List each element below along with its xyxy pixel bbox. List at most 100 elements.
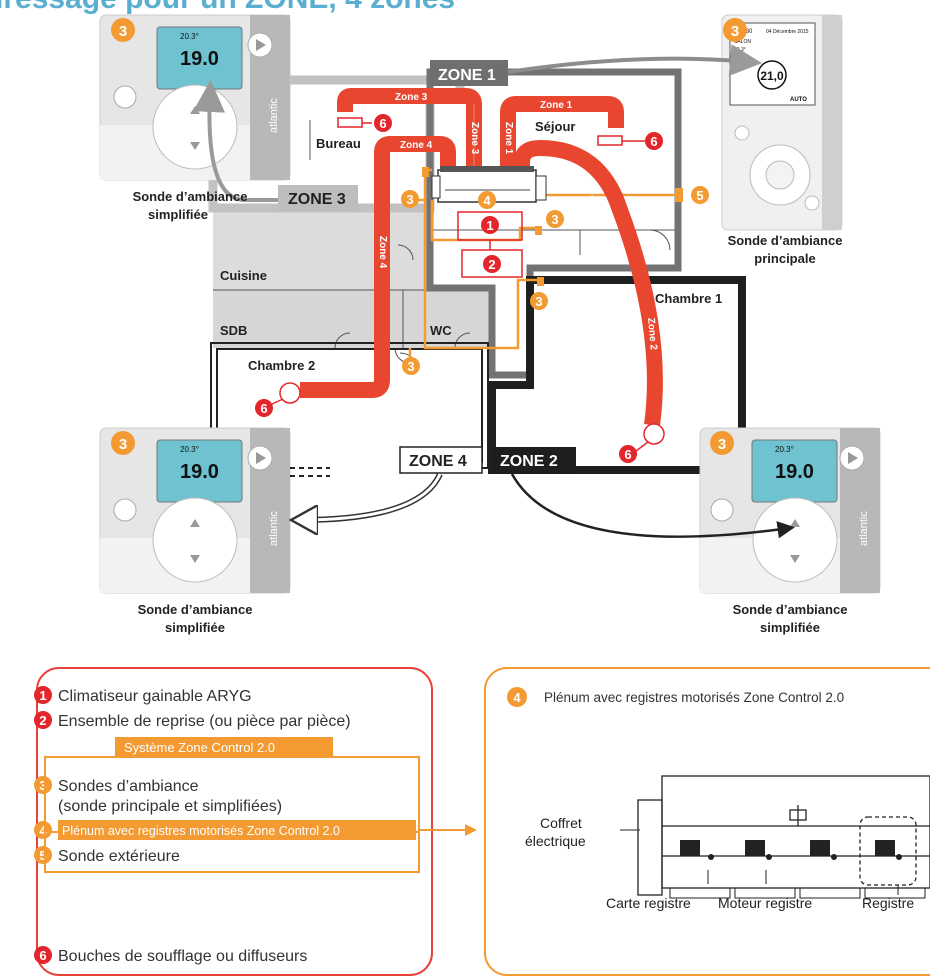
svg-text:SALON: SALON bbox=[734, 39, 751, 45]
svg-text:atlantic: atlantic bbox=[268, 511, 280, 546]
svg-text:6: 6 bbox=[624, 447, 631, 462]
svg-text:6: 6 bbox=[379, 116, 386, 131]
duct-zone1 bbox=[500, 96, 624, 170]
room-chambre2: Chambre 2 bbox=[248, 358, 315, 373]
room-sdb: SDB bbox=[220, 323, 247, 338]
zone2-label: ZONE 2 bbox=[500, 453, 558, 470]
svg-text:3: 3 bbox=[731, 23, 739, 40]
svg-text:atlantic: atlantic bbox=[268, 98, 280, 133]
zone1-label: ZONE 1 bbox=[438, 67, 496, 84]
marker-3-zone3: 3 bbox=[401, 190, 419, 208]
duct-zone2 bbox=[514, 139, 663, 427]
duct-zone3 bbox=[337, 88, 482, 170]
marker-5: 5 bbox=[675, 186, 709, 204]
legend-right: 4 Plénum avec registres motorisés Zone C… bbox=[484, 667, 930, 976]
caption-top-right-2: principale bbox=[754, 251, 815, 266]
return-unit bbox=[457, 211, 523, 278]
marker-6-sejour: 6 bbox=[622, 132, 663, 150]
room-wc: WC bbox=[430, 323, 452, 338]
duct-label-zone2b: Zone 2 bbox=[645, 317, 659, 350]
legend-system-title: Système Zone Control 2.0 bbox=[124, 740, 275, 755]
detail-coffret-2: électrique bbox=[525, 833, 586, 849]
legend-item-3b: (sonde principale et simplifiées) bbox=[58, 798, 282, 815]
legend-item-1: Climatiseur gainable ARYG bbox=[58, 688, 252, 705]
marker-4: 4 bbox=[478, 191, 496, 209]
caption-top-left-1: Sonde d’ambiance bbox=[133, 189, 248, 204]
duct-label-zone3b: Zone 3 bbox=[469, 122, 480, 155]
svg-text:19.0: 19.0 bbox=[180, 461, 219, 483]
svg-text:3: 3 bbox=[718, 436, 726, 453]
legend-item-5: Sonde extérieure bbox=[58, 848, 180, 865]
marker-6-bureau: 6 bbox=[362, 114, 392, 132]
svg-text:1: 1 bbox=[486, 218, 493, 233]
sdb-area bbox=[213, 290, 403, 348]
wc-area bbox=[403, 290, 493, 348]
legend-item-3a: Sondes d’ambiance bbox=[58, 778, 199, 795]
ducts bbox=[300, 88, 663, 427]
thermostat-bottom-right: 19.0 20.3° atlantic 3 bbox=[699, 427, 881, 594]
marker-3-zone4: 3 bbox=[402, 357, 420, 375]
room-chambre1: Chambre 1 bbox=[655, 291, 722, 306]
svg-text:21,0: 21,0 bbox=[760, 69, 784, 83]
zone3-label: ZONE 3 bbox=[288, 191, 346, 208]
legend-item-4: Plénum avec registres motorisés Zone Con… bbox=[62, 824, 340, 838]
thermostat-top-left: 19.0 20.3° atlantic 3 bbox=[99, 14, 291, 181]
main-sensor: 14 : 30 04 Décembre 2015 SALON 20.3° 21,… bbox=[721, 14, 843, 231]
zone4-label: ZONE 4 bbox=[409, 453, 467, 470]
caption-top-right-1: Sonde d’ambiance bbox=[728, 233, 843, 248]
svg-text:3: 3 bbox=[119, 436, 127, 453]
room-cuisine: Cuisine bbox=[220, 268, 267, 283]
detail-title: Plénum avec registres motorisés Zone Con… bbox=[544, 690, 844, 705]
plenum-drawing bbox=[620, 775, 930, 899]
duct-label-zone2a: Zone 2 bbox=[583, 194, 609, 228]
svg-text:20.3°: 20.3° bbox=[180, 32, 199, 41]
duct-label-zone1b: Zone 1 bbox=[503, 122, 514, 155]
svg-text:1: 1 bbox=[39, 688, 46, 703]
marker-1: 1 bbox=[481, 216, 499, 234]
svg-text:19.0: 19.0 bbox=[180, 48, 219, 70]
duct-label-zone4b: Zone 4 bbox=[377, 236, 388, 269]
diffusers bbox=[279, 117, 665, 445]
detail-moteur: Moteur registre bbox=[718, 895, 812, 911]
duct-label-zone4: Zone 4 bbox=[400, 140, 433, 151]
room-bureau: Bureau bbox=[316, 136, 361, 151]
room-sejour: Séjour bbox=[535, 119, 575, 134]
svg-text:2: 2 bbox=[39, 713, 46, 728]
association-arrows bbox=[193, 44, 795, 539]
svg-text:2: 2 bbox=[488, 257, 495, 272]
caption-bottom-left-1: Sonde d’ambiance bbox=[138, 602, 253, 617]
caption-bottom-right-2: simplifiée bbox=[760, 620, 820, 635]
svg-text:19.0: 19.0 bbox=[775, 461, 814, 483]
duct-label-zone1: Zone 1 bbox=[540, 100, 573, 111]
svg-text:atlantic: atlantic bbox=[858, 511, 870, 546]
svg-text:3: 3 bbox=[535, 294, 542, 309]
legend-item-6: Bouches de soufflage ou diffuseurs bbox=[58, 948, 307, 965]
svg-text:3: 3 bbox=[551, 212, 558, 227]
detail-carte: Carte registre bbox=[606, 895, 691, 911]
svg-text:20.3°: 20.3° bbox=[775, 445, 794, 454]
svg-text:5: 5 bbox=[696, 188, 703, 203]
detail-registre: Registre bbox=[862, 895, 914, 911]
svg-text:20.3°: 20.3° bbox=[734, 47, 746, 53]
caption-bottom-right-1: Sonde d’ambiance bbox=[733, 602, 848, 617]
marker-3-zone2: 3 bbox=[530, 292, 548, 310]
svg-text:4: 4 bbox=[483, 193, 491, 208]
legend-item-2: Ensemble de reprise (ou pièce par pièce) bbox=[58, 713, 351, 730]
legend-left: Système Zone Control 2.0 1 2 3 4 5 6 Cli… bbox=[34, 667, 433, 976]
marker-6-chambre1: 6 bbox=[619, 441, 649, 463]
zone-labels: ZONE 1 ZONE 3 ZONE 4 ZONE 2 bbox=[278, 60, 576, 474]
caption-top-left-2: simplifiée bbox=[148, 207, 208, 222]
svg-text:6: 6 bbox=[260, 401, 267, 416]
svg-text:4: 4 bbox=[39, 823, 47, 838]
svg-text:3: 3 bbox=[119, 23, 127, 40]
svg-text:6: 6 bbox=[650, 134, 657, 149]
duct-label-zone3: Zone 3 bbox=[395, 92, 428, 103]
svg-text:20.3°: 20.3° bbox=[180, 445, 199, 454]
marker-3-zone1: 3 bbox=[546, 210, 564, 228]
thermostat-bottom-left: 19.0 20.3° atlantic 3 bbox=[99, 427, 291, 594]
svg-text:6: 6 bbox=[39, 948, 46, 963]
svg-text:3: 3 bbox=[39, 778, 46, 793]
svg-text:3: 3 bbox=[406, 192, 413, 207]
svg-text:4: 4 bbox=[513, 690, 521, 705]
